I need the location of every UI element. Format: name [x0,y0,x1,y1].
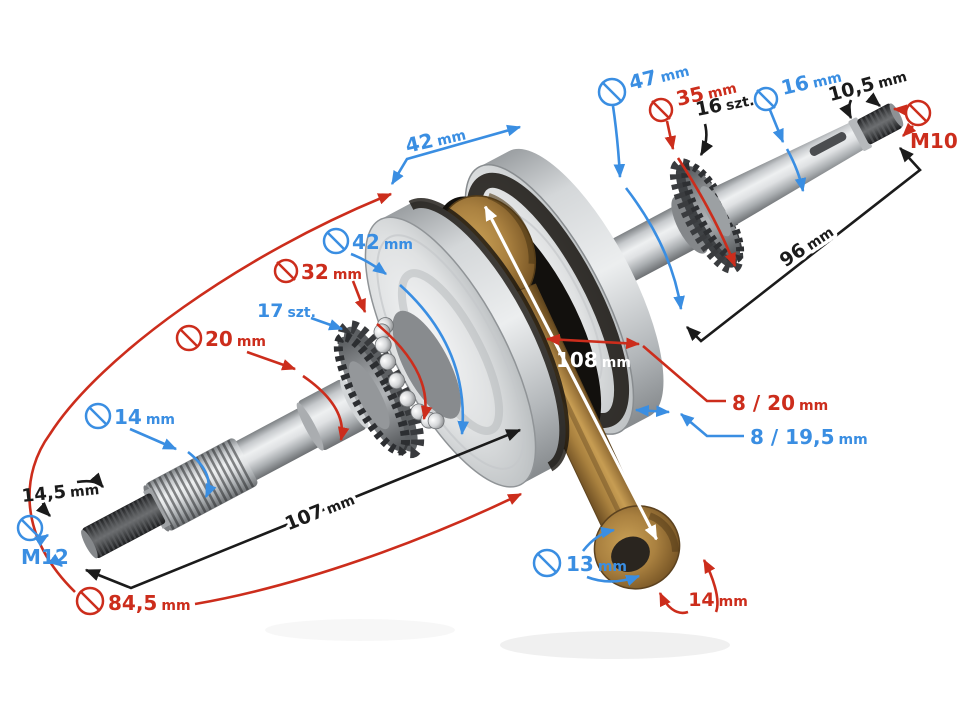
diameter-icon [175,324,203,352]
dim-diameter-16: 16mm [753,63,844,193]
diameter-icon [532,548,562,578]
thread-m12-label: M12 [21,545,69,569]
dim-35-label: 35mm [674,74,739,111]
diameter-icon [753,86,779,112]
diameter-icon [648,97,674,123]
diameter-icon [904,99,932,127]
bearing-balls [373,317,445,430]
dim-diameter-47: 47mm [597,64,691,311]
diameter-icon [16,514,44,542]
dim-thread-m12: M12 [16,514,69,569]
diameter-icon [84,402,112,430]
diameter-icon [75,586,105,616]
diameter-icon [273,258,299,284]
diameter-icon [322,227,350,255]
thread-m10-label: M10 [910,129,958,153]
dim-thread-m10: M10 [892,99,958,153]
m12-thread [81,493,166,559]
dim-teeth-count-16: 16szt. [694,88,756,157]
rod-length-arrow [483,205,658,541]
ground-shadow [265,619,730,659]
dim-web-width-42: 42mm [390,124,522,186]
dim-16-label: 16mm [779,63,844,100]
sprocket-17t [333,320,425,459]
teeth-16-label: 16szt. [694,88,756,121]
diameter-icon [597,77,627,107]
dim-107-label: 107mm [282,488,358,536]
dim-96-label: 96mm [776,220,838,272]
